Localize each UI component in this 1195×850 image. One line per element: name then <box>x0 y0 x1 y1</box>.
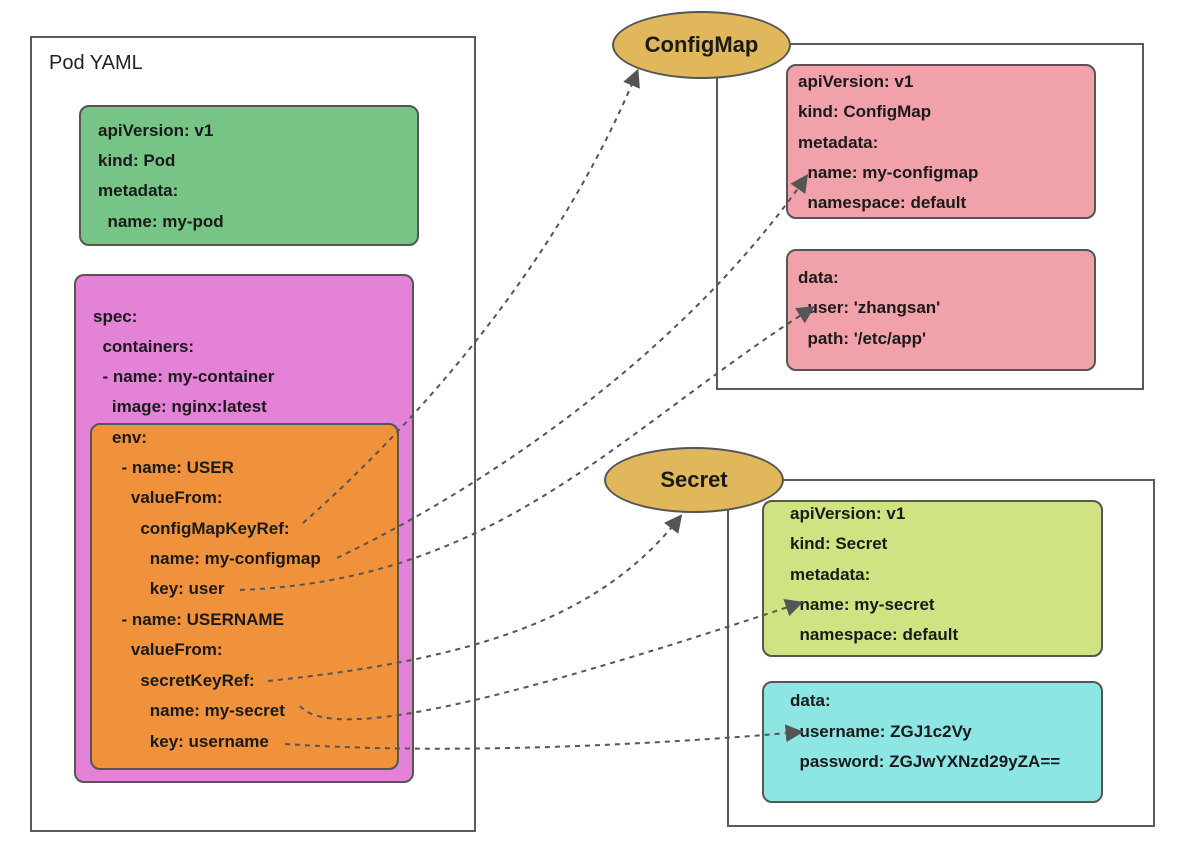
configmap-meta-line: namespace: default <box>798 193 967 212</box>
pod-env-line: - name: USERNAME <box>112 610 284 629</box>
secret-meta-line: metadata: <box>790 565 871 584</box>
pod-yaml-title: Pod YAML <box>49 52 143 74</box>
secret-data-box <box>762 681 1103 803</box>
secret-meta-line: apiVersion: v1 <box>790 504 906 523</box>
pod-env-line: key: user <box>112 579 225 598</box>
configmap-data-line: path: '/etc/app' <box>798 329 927 348</box>
pod-spec-line: containers: <box>93 337 195 356</box>
pod-env-line: key: username <box>112 732 269 751</box>
pod-env-line: env: <box>112 428 147 447</box>
secret-meta-line: kind: Secret <box>790 534 888 553</box>
configmap-meta-line: metadata: <box>798 133 879 152</box>
secret-data-line: username: ZGJ1c2Vy <box>790 722 972 741</box>
pod-env-line: configMapKeyRef: <box>112 519 290 538</box>
pod-env-line: valueFrom: <box>112 640 223 659</box>
configmap-meta-line: name: my-configmap <box>798 163 979 182</box>
pod-header-line: metadata: <box>98 181 179 200</box>
secret-meta-line: name: my-secret <box>790 595 935 614</box>
configmap-label: ConfigMap <box>612 11 791 79</box>
secret-meta-line: namespace: default <box>790 625 959 644</box>
configmap-meta-box <box>786 64 1096 219</box>
configmap-meta-line: apiVersion: v1 <box>798 72 914 91</box>
pod-spec-line: image: nginx:latest <box>93 397 267 416</box>
configmap-meta-line: kind: ConfigMap <box>798 102 932 121</box>
pod-env-line: name: my-secret <box>112 701 285 720</box>
pod-env-line: valueFrom: <box>112 488 223 507</box>
configmap-data-line: data: <box>798 268 839 287</box>
configmap-data-line: user: 'zhangsan' <box>798 298 941 317</box>
pod-header-line: apiVersion: v1 <box>98 121 214 140</box>
secret-data-line: password: ZGJwYXNzd29yZA== <box>790 752 1061 771</box>
pod-header-line: kind: Pod <box>98 151 176 170</box>
pod-spec-line: spec: <box>93 307 138 326</box>
pod-env-line: name: my-configmap <box>112 549 321 568</box>
pod-env-line: secretKeyRef: <box>112 671 255 690</box>
pod-spec-line: - name: my-container <box>93 367 275 386</box>
pod-header-line: name: my-pod <box>98 212 224 231</box>
secret-label: Secret <box>604 447 784 513</box>
secret-data-line: data: <box>790 691 831 710</box>
pod-env-line: - name: USER <box>112 458 234 477</box>
